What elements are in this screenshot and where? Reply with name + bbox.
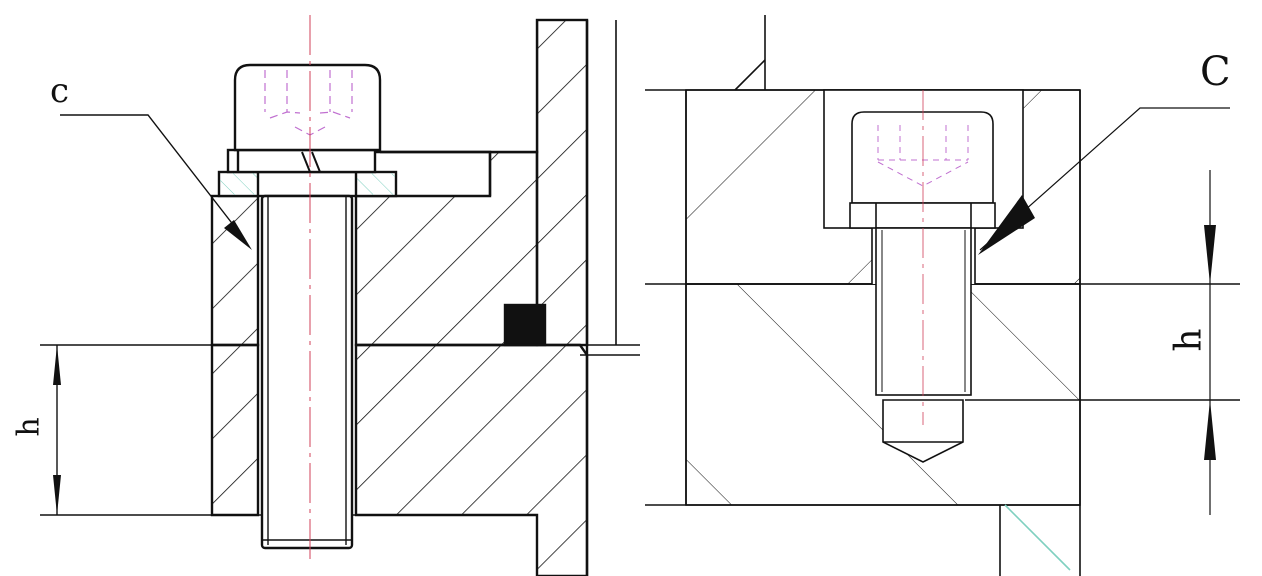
right-assembly — [645, 15, 1240, 576]
key-block — [503, 303, 547, 347]
leader-c — [60, 114, 246, 241]
bolt-shank — [260, 194, 354, 550]
bolt-head — [233, 63, 382, 152]
screw-shank — [875, 227, 972, 396]
left-assembly — [40, 15, 640, 576]
height-label-left: h — [11, 417, 47, 437]
arrowhead-right — [978, 195, 1035, 255]
side-plate — [535, 18, 589, 347]
chamfer-label-right: C — [1200, 49, 1231, 95]
lower-plate-left — [210, 343, 260, 517]
chamfer-label-left: c — [50, 71, 70, 111]
socket-hidden-lines — [264, 70, 353, 136]
screw-tip — [882, 399, 964, 463]
lower-plate-right — [354, 343, 589, 576]
leader-c-right — [979, 107, 1230, 251]
left-plate — [210, 194, 260, 347]
height-label-right: h — [1168, 328, 1210, 352]
arrowhead — [224, 220, 252, 250]
screw-head — [851, 111, 994, 204]
